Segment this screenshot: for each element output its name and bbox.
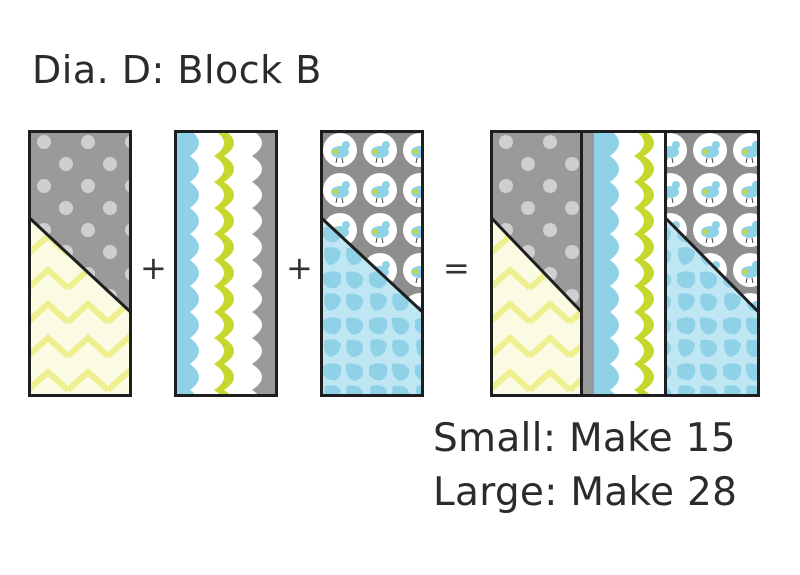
equals-sign: =: [443, 249, 470, 287]
fabric-unit-bird-giraffe: [320, 130, 424, 397]
caption-small: Small: Make 15: [433, 416, 736, 461]
plus-sign-2: +: [286, 249, 313, 287]
block-b-result: [490, 130, 760, 397]
caption-large: Large: Make 28: [433, 470, 738, 515]
fabric-unit-dot-chevron: [28, 130, 132, 397]
diagram-title: Dia. D: Block B: [32, 48, 322, 92]
plus-sign-1: +: [140, 249, 167, 287]
fabric-unit-scallop-stripe: [174, 130, 278, 397]
